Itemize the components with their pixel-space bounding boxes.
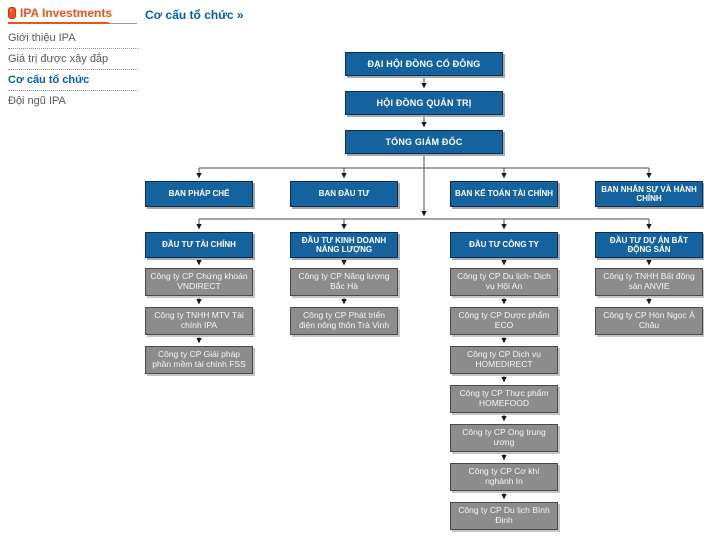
- sidebar-title-underline-extension: [109, 23, 137, 24]
- org-node-division-3: ĐẦU TƯ DỰ ÁN BẤT ĐỘNG SẢN: [595, 232, 703, 258]
- org-node-company-2-4: Công ty CP Ong trung ương: [450, 424, 558, 452]
- org-node-division-0: ĐẦU TƯ TÀI CHÍNH: [145, 232, 253, 258]
- org-node-top-1: HỘI ĐỒNG QUẢN TRỊ: [345, 91, 503, 115]
- org-node-company-3-0: Công ty TNHH Bất động sản ANVIE: [595, 268, 703, 296]
- org-node-department-0: BAN PHÁP CHẾ: [145, 181, 253, 207]
- org-node-top-0: ĐẠI HỘI ĐỒNG CỔ ĐÔNG: [345, 52, 503, 76]
- org-node-top-2: TỔNG GIÁM ĐỐC: [345, 130, 503, 154]
- org-node-company-3-1: Công ty CP Hòn Ngọc Á Châu: [595, 307, 703, 335]
- sidebar-item-3[interactable]: Đội ngũ IPA: [8, 95, 66, 107]
- sidebar-header: IPA Investments: [8, 6, 138, 24]
- org-node-company-0-2: Công ty CP Giải pháp phần mềm tài chính …: [145, 346, 253, 374]
- org-node-division-1: ĐẦU TƯ KINH DOANH NĂNG LƯỢNG: [290, 232, 398, 258]
- org-node-company-2-6: Công ty CP Du lịch Bình Định: [450, 502, 558, 530]
- sidebar-title-underline: [8, 22, 109, 24]
- org-node-division-2: ĐẦU TƯ CÔNG TY: [450, 232, 558, 258]
- org-node-company-2-2: Công ty CP Dịch vụ HOMEDIRECT: [450, 346, 558, 374]
- org-node-company-2-1: Công ty CP Dược phẩm ECO: [450, 307, 558, 335]
- sidebar-title[interactable]: IPA Investments: [20, 6, 113, 20]
- sidebar-item-2[interactable]: Cơ cấu tổ chức: [8, 70, 138, 91]
- org-node-company-2-5: Công ty CP Cơ khí nghành In: [450, 463, 558, 491]
- org-node-company-0-1: Công ty TNHH MTV Tài chính IPA: [145, 307, 253, 335]
- ipa-logo-icon: [8, 7, 16, 19]
- org-node-company-2-3: Công ty CP Thực phẩm HOMEFOOD: [450, 385, 558, 413]
- org-node-department-3: BAN NHÂN SỰ VÀ HÀNH CHÍNH: [595, 181, 703, 207]
- org-node-company-2-0: Công ty CP Du lịch- Dịch vụ Hội An: [450, 268, 558, 296]
- org-node-department-2: BAN KẾ TOÁN TÀI CHÍNH: [450, 181, 558, 207]
- sidebar-item-0[interactable]: Giới thiệu IPA: [8, 28, 138, 49]
- sidebar-item-1[interactable]: Giá trị được xây đắp: [8, 49, 138, 70]
- page-title[interactable]: Cơ cấu tổ chức »: [145, 8, 244, 22]
- org-node-company-0-0: Công ty CP Chứng khoán VNDIRECT: [145, 268, 253, 296]
- org-node-company-1-1: Công ty CP Phát triển điện nông thôn Trà…: [290, 307, 398, 335]
- org-node-department-1: BAN ĐẦU TƯ: [290, 181, 398, 207]
- org-node-company-1-0: Công ty CP Năng lượng Bắc Hà: [290, 268, 398, 296]
